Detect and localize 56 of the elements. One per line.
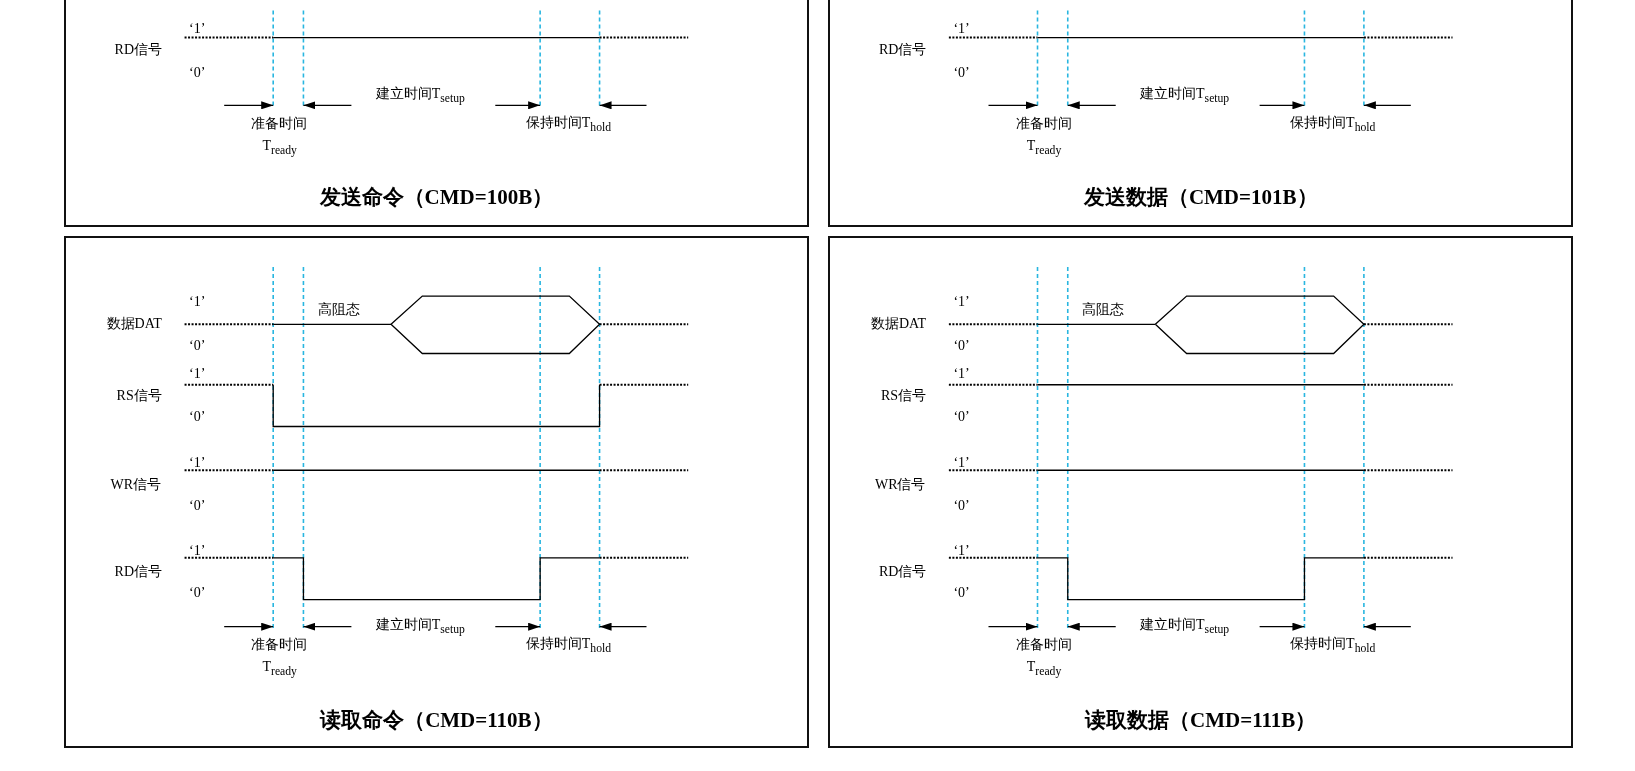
timing-label: 准备时间	[251, 117, 308, 132]
logic-level-label: ‘1’	[953, 543, 970, 558]
panel-title: 发送命令（CMD=100B）	[318, 184, 555, 212]
signal-name: RD信号	[878, 565, 927, 580]
logic-level-label: ‘1’	[953, 367, 970, 382]
timing-panel	[63, 235, 810, 748]
logic-level-label: ‘0’	[189, 498, 206, 513]
signal-name: RD信号	[114, 43, 163, 58]
signal-name: 数据DAT	[106, 317, 162, 332]
timing-label: 建立时间T$_{setup}$	[375, 87, 465, 105]
timing-label: T$_{ready}$	[262, 138, 297, 156]
signal-name: RS信号	[880, 389, 927, 404]
signal-name: 数据DAT	[870, 317, 927, 332]
logic-level-label: ‘1’	[953, 22, 970, 37]
logic-level-label: ‘0’	[953, 586, 970, 601]
logic-level-label: ‘0’	[189, 66, 206, 80]
signal-name: RD信号	[878, 43, 927, 58]
signal-name: RS信号	[116, 389, 162, 404]
logic-level-label: ‘1’	[189, 455, 206, 470]
logic-level-label: ‘1’	[189, 367, 206, 382]
timing-label: T$_{ready}$	[1026, 659, 1062, 678]
panel-title: 读取命令（CMD=110B）	[318, 707, 554, 735]
logic-level-label: ‘0’	[189, 586, 206, 601]
signal-name: WR信号	[874, 477, 926, 492]
logic-level-label: ‘1’	[189, 295, 206, 310]
timing-label: 保持时间T$_{hold}$	[525, 115, 612, 134]
logic-level-label: ‘0’	[953, 498, 970, 513]
state-label: 高阻态	[1082, 302, 1125, 317]
timing-panel	[63, 0, 810, 228]
logic-level-label: ‘0’	[189, 410, 206, 425]
logic-level-label: ‘1’	[189, 22, 206, 37]
timing-label: 建立时间T$_{setup}$	[1140, 87, 1230, 105]
logic-level-label: ‘1’	[953, 455, 970, 470]
timing-label: 准备时间	[1015, 638, 1072, 653]
timing-label: 保持时间T$_{hold}$	[1290, 636, 1376, 655]
timing-label: 准备时间	[1015, 117, 1072, 132]
timing-label: T$_{ready}$	[1026, 138, 1062, 156]
logic-level-label: ‘0’	[953, 66, 970, 80]
logic-level-label: ‘0’	[189, 339, 206, 354]
timing-panel	[827, 235, 1574, 748]
timing-panel	[827, 0, 1574, 228]
logic-level-label: ‘1’	[189, 543, 206, 558]
panel-title: 发送数据（CMD=101B）	[1082, 184, 1319, 212]
signal-name: RD信号	[114, 565, 163, 580]
panel-title: 读取数据（CMD=111B）	[1083, 707, 1318, 735]
timing-label: 建立时间T$_{setup}$	[1140, 618, 1230, 636]
timing-label: 准备时间	[251, 638, 308, 653]
logic-level-label: ‘0’	[953, 410, 970, 425]
timing-label: 建立时间T$_{setup}$	[375, 618, 465, 636]
timing-label: 保持时间T$_{hold}$	[525, 636, 612, 655]
timing-label: 保持时间T$_{hold}$	[1290, 115, 1376, 134]
state-label: 高阻态	[317, 302, 360, 317]
signal-name: WR信号	[110, 477, 162, 492]
timing-label: T$_{ready}$	[262, 659, 297, 678]
logic-level-label: ‘0’	[953, 339, 970, 354]
logic-level-label: ‘1’	[953, 295, 970, 310]
